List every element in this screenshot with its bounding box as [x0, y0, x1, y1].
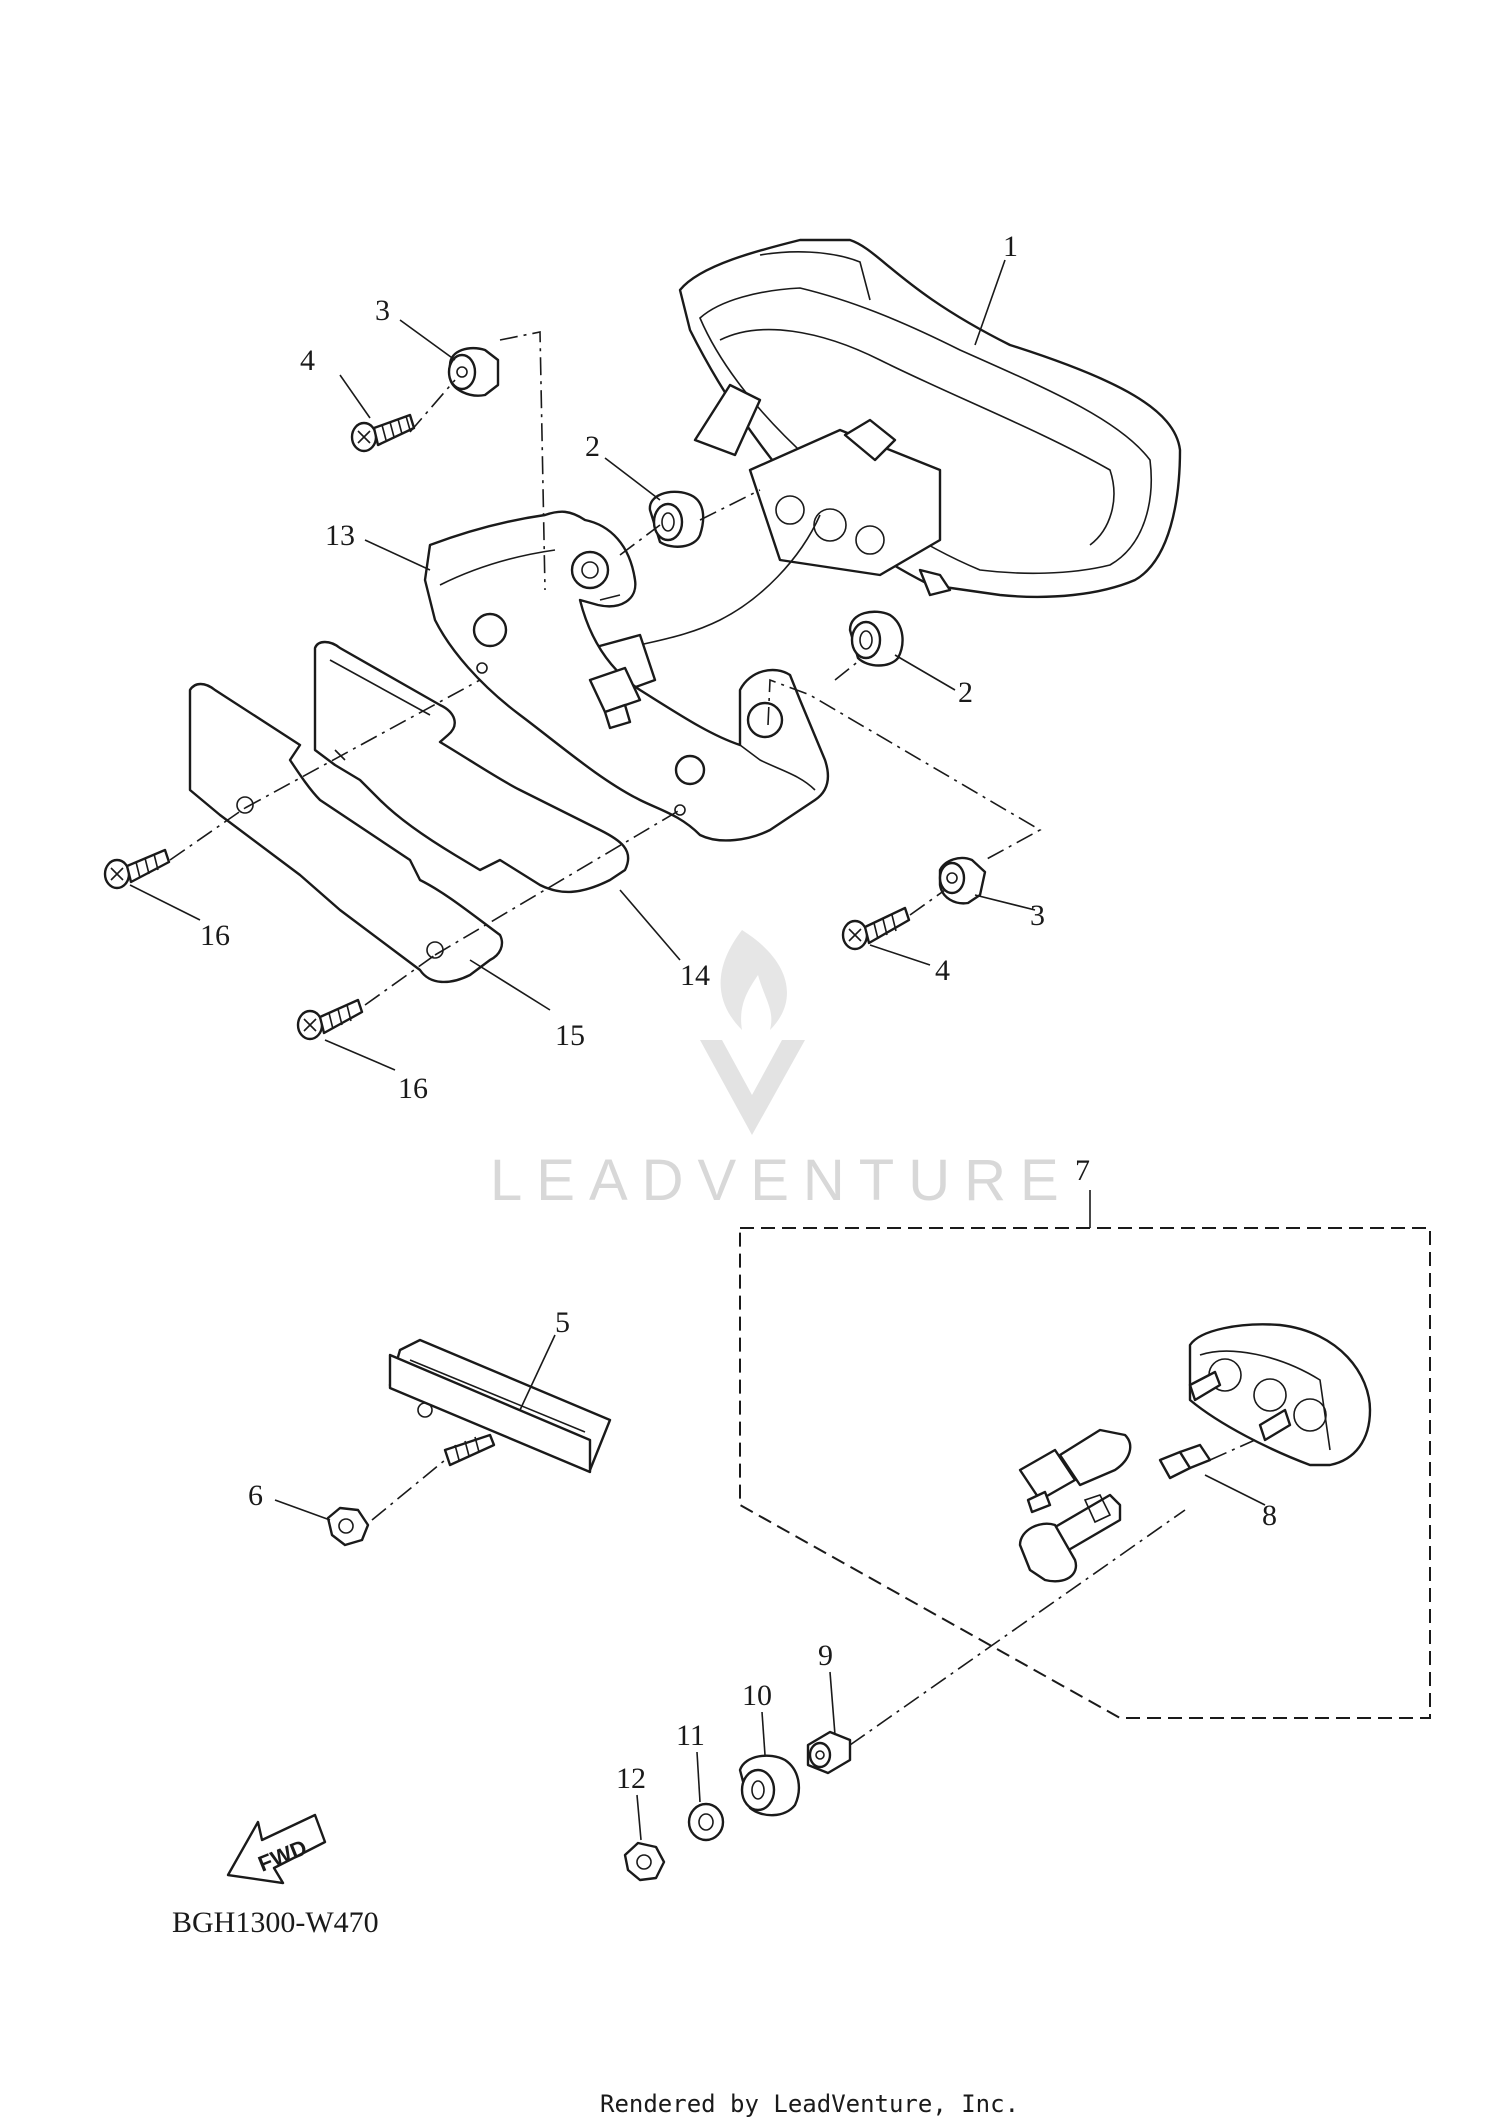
callout-2-upper: 2	[585, 430, 600, 463]
callout-10: 10	[742, 1679, 772, 1712]
part-4-screw-upper: 4	[300, 344, 416, 453]
callout-16-lower: 16	[398, 1072, 428, 1105]
callout-2-lower: 2	[958, 676, 973, 709]
chevron-logo-icon	[700, 1040, 805, 1135]
part-14-gasket: 14	[313, 640, 710, 992]
watermark-logo: LEADVENTURE	[490, 930, 1073, 1213]
part-2-grommet-upper: 2	[585, 430, 705, 548]
part-7-license-light-assembly: 7	[739, 1154, 1431, 1719]
callout-13: 13	[325, 519, 355, 552]
part-16-screw-upper: 16	[103, 848, 230, 952]
part-12-nut: 12	[616, 1762, 666, 1882]
callout-1: 1	[1003, 230, 1018, 263]
callout-4-lower: 4	[935, 954, 950, 987]
callout-14: 14	[680, 959, 710, 992]
part-5-reflector: 5	[388, 1306, 612, 1474]
watermark-text: LEADVENTURE	[490, 1148, 1073, 1213]
callout-6: 6	[248, 1479, 263, 1512]
part-8-bulb: 8	[1204, 1474, 1277, 1532]
callout-4-upper: 4	[300, 344, 315, 377]
forward-direction-indicator: FWD	[226, 1813, 327, 1885]
part-6-nut: 6	[248, 1459, 446, 1547]
part-4-screw-lower: 4	[841, 906, 950, 987]
part-16-screw-lower: 16	[296, 998, 428, 1105]
part-15-plate: 15	[188, 682, 585, 1052]
callout-9: 9	[818, 1639, 833, 1672]
callout-16-upper: 16	[200, 919, 230, 952]
callout-11: 11	[676, 1719, 705, 1752]
diagram-code: BGH1300-W470	[172, 1906, 379, 1939]
part-2-grommet-lower: 2	[848, 610, 973, 709]
render-credit: Rendered by LeadVenture, Inc.	[600, 2090, 1019, 2118]
assembly-lines-upper	[169, 331, 1042, 1006]
leader-1	[974, 259, 1006, 346]
callout-15: 15	[555, 1019, 585, 1052]
flame-icon	[720, 930, 787, 1030]
callout-8: 8	[1262, 1499, 1277, 1532]
part-13-bracket: 13	[325, 510, 830, 842]
part-10-grommet: 10	[738, 1679, 801, 1817]
callout-3-lower: 3	[1030, 899, 1045, 932]
callout-3-upper: 3	[375, 294, 390, 327]
part-3-collar-upper: 3	[375, 294, 500, 397]
part-3-collar-lower: 3	[938, 856, 1045, 932]
part-9-collar: 9	[806, 1509, 1186, 1775]
callout-7: 7	[1075, 1154, 1090, 1187]
callout-5: 5	[555, 1306, 570, 1339]
callout-12: 12	[616, 1762, 646, 1795]
fwd-arrow-icon	[226, 1813, 327, 1885]
part-11-washer: 11	[676, 1719, 725, 1842]
